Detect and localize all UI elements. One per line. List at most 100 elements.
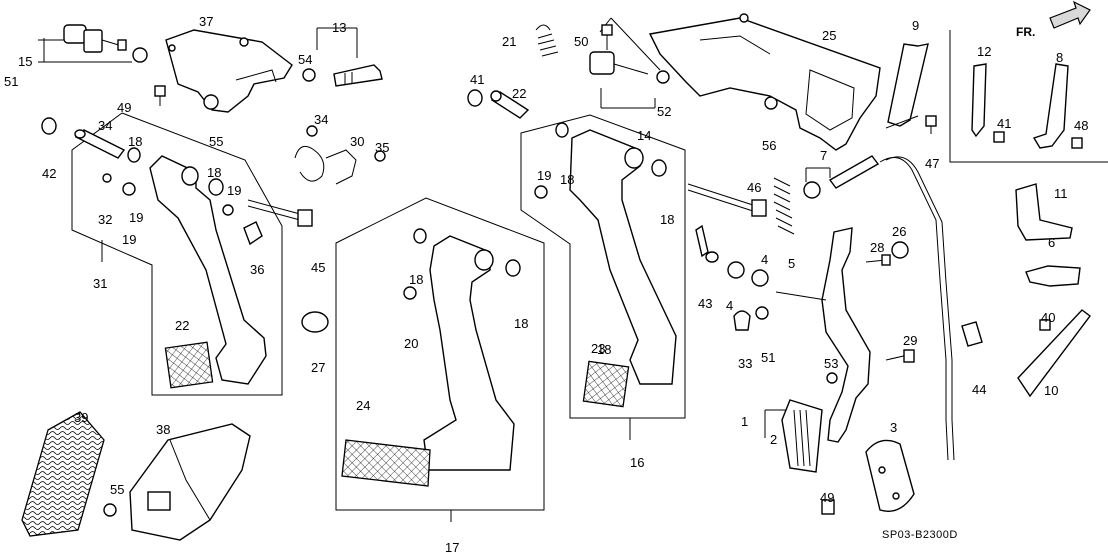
part-clip-43 (961, 321, 983, 347)
part-cable (803, 155, 955, 461)
part-spring-5 (773, 177, 795, 235)
part-bushing-4 (727, 261, 769, 287)
part-shaft-33 (74, 129, 126, 159)
part-spring-20 (535, 24, 559, 57)
part-clutch-pedal (149, 155, 267, 389)
group-bracket-17 (335, 197, 545, 522)
part-bolt-28 (885, 349, 915, 363)
part-cover-37 (129, 423, 251, 541)
callout-label: 45 (311, 260, 325, 275)
callout-label: 1 (741, 414, 748, 429)
callout-label: 51 (4, 74, 18, 89)
callout-label: 19 (227, 183, 241, 198)
part-bolt-44 (247, 199, 313, 227)
part-stopper-26 (301, 311, 329, 333)
part-bolt-49 (154, 24, 613, 106)
part-clip-35 (243, 221, 263, 246)
callout-label: 55 (110, 482, 124, 497)
callout-label: 11 (1054, 186, 1068, 201)
part-bracket-11 (1015, 183, 1073, 241)
callout-label: 32 (98, 212, 112, 227)
callout-label: 42 (42, 166, 56, 181)
callout-label: 3 (890, 420, 897, 435)
part-bolt-40 (993, 131, 1005, 143)
callout-label: 53 (824, 356, 838, 371)
part-bolt-48 (821, 499, 835, 515)
diagram-code: SP03-B2300D (882, 529, 958, 541)
callout-label: 8 (1056, 50, 1063, 65)
callout-label: 52 (657, 104, 671, 119)
callout-label: 2 (770, 432, 777, 447)
callout-label: 4 (726, 298, 733, 313)
part-small-56 (695, 224, 709, 258)
part-nut-53 (302, 68, 316, 82)
callout-label: 38 (156, 422, 170, 437)
callout-label: 40 (1041, 310, 1055, 325)
part-bracket-36 (165, 29, 293, 113)
callout-label: 34 (98, 118, 112, 133)
part-bushing-18 (127, 122, 667, 277)
part-clip-34 (306, 125, 386, 162)
part-pad-38 (21, 411, 105, 537)
part-brake-pedal-16 (569, 129, 677, 408)
callout-label: 18 (597, 342, 611, 357)
callout-label: 18 (409, 272, 423, 287)
callout-label: 22 (175, 318, 189, 333)
part-spring-29 (294, 145, 357, 185)
callout-label: 9 (912, 18, 919, 33)
part-bolt-46 (925, 115, 937, 134)
part-bracket-24 (648, 13, 881, 151)
part-washer-42 (705, 251, 719, 263)
callout-label: 18 (128, 134, 142, 149)
part-pin-19 (122, 182, 548, 300)
callout-label: 19 (122, 232, 136, 247)
callout-label: 49 (117, 100, 131, 115)
part-plate-3 (865, 439, 915, 512)
callout-label: 16 (630, 455, 644, 470)
callout-label: 18 (660, 212, 674, 227)
callout-label: 43 (698, 296, 712, 311)
part-sleeve-21 (490, 90, 530, 119)
part-nut-51 (132, 47, 670, 84)
part-cap-32 (733, 310, 751, 331)
part-bolt-14 (589, 51, 649, 75)
group-bracket-30 (71, 112, 283, 396)
callout-label: 19 (537, 168, 551, 183)
callout-label: 7 (820, 148, 827, 163)
part-bracket-8 (1032, 63, 1069, 149)
callout-label: 21 (502, 34, 516, 49)
part-nut-52 (826, 372, 838, 384)
part-bracket-10 (1017, 309, 1091, 398)
callout-label: 27 (311, 360, 325, 375)
callout-label: 33 (738, 356, 752, 371)
callout-label: 5 (788, 256, 795, 271)
part-bolt-45 (687, 183, 767, 217)
callout-label: 55 (209, 134, 223, 149)
callout-label: 48 (1074, 118, 1088, 133)
callout-label: 44 (972, 382, 986, 397)
part-clip-6 (1025, 265, 1081, 287)
callout-label: 10 (1044, 383, 1058, 398)
callout-label: 35 (375, 140, 389, 155)
part-nut-55 (203, 94, 778, 110)
callout-label: 19 (129, 210, 143, 225)
part-brake-pedal-17 (341, 235, 515, 487)
callout-label: 50 (574, 34, 588, 49)
part-switch-15 (63, 24, 127, 53)
part-bushing-25 (891, 241, 909, 259)
callout-label: 34 (314, 112, 328, 127)
callout-label: 24 (356, 398, 370, 413)
callout-label: 29 (903, 333, 917, 348)
part-pin-13 (333, 64, 383, 87)
callout-label: 6 (1048, 235, 1055, 250)
callout-label: 22 (512, 86, 526, 101)
callout-label: 18 (514, 316, 528, 331)
callout-label: 20 (404, 336, 418, 351)
system-divider (949, 30, 1108, 163)
callout-label: 12 (977, 44, 991, 59)
part-accelerator-lever (775, 227, 871, 473)
callout-label: 18 (560, 172, 574, 187)
callout-label: 28 (870, 240, 884, 255)
